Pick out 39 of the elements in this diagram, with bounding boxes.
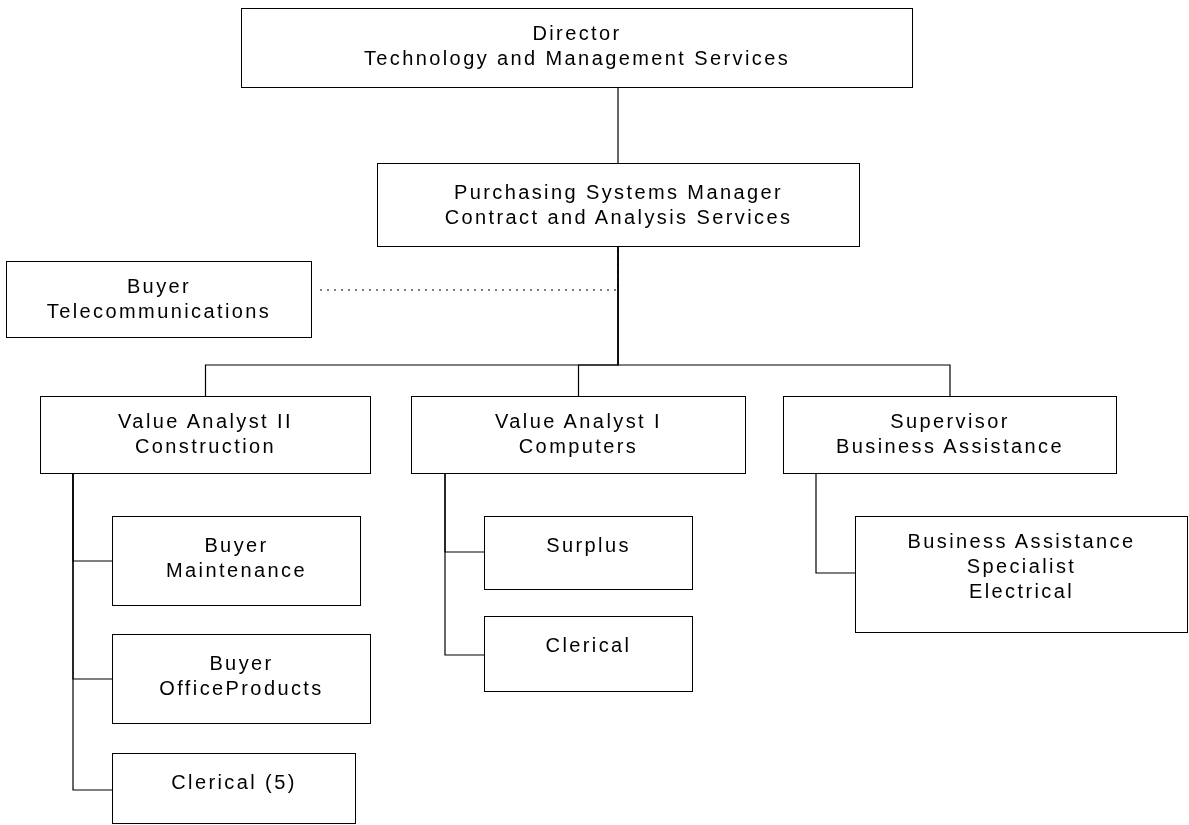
position-title: OfficeProducts: [159, 676, 324, 701]
position-title: Maintenance: [166, 558, 307, 583]
position-box: [6, 261, 312, 338]
connector-line: [617, 87, 619, 164]
position-box: [40, 396, 371, 474]
position-box: [484, 516, 693, 590]
position-box: [112, 634, 371, 724]
position-title: Construction: [134, 434, 277, 459]
position-box: [855, 516, 1188, 633]
position-title: Value Analyst II: [118, 409, 293, 434]
position-title: Purchasing Systems Manager: [453, 180, 784, 205]
position-title: Business Assistance: [907, 529, 1136, 554]
position-title: Value Analyst I: [495, 409, 662, 434]
position-title: Director: [532, 21, 622, 46]
connector-line: [815, 473, 856, 574]
position-title: Contract and Analysis Services: [444, 205, 793, 230]
connector-line: [617, 246, 951, 397]
position-title: Supervisor: [890, 409, 1010, 434]
position-box: [783, 396, 1117, 474]
position-box: [484, 616, 693, 692]
position-box: [377, 163, 860, 247]
position-title: Clerical: [545, 633, 632, 658]
position-box: [241, 8, 913, 88]
position-title: Buyer: [204, 533, 269, 558]
position-box: [112, 753, 356, 824]
connector-line: [444, 473, 485, 656]
position-title: Buyer: [126, 274, 192, 299]
position-title: Computers: [518, 434, 639, 459]
position-title: Business Assistance: [836, 434, 1064, 459]
position-box: [411, 396, 746, 474]
position-title: Telecommunications: [46, 299, 272, 324]
position-title: Specialist: [966, 554, 1077, 579]
position-title: Buyer: [209, 651, 274, 676]
connector-line: [72, 473, 113, 791]
position-title: Electrical: [968, 579, 1075, 604]
position-title: Clerical (5): [171, 770, 297, 795]
position-box: [112, 516, 361, 606]
position-title: Surplus: [546, 533, 631, 558]
position-title: Technology and Management Services: [363, 46, 791, 71]
